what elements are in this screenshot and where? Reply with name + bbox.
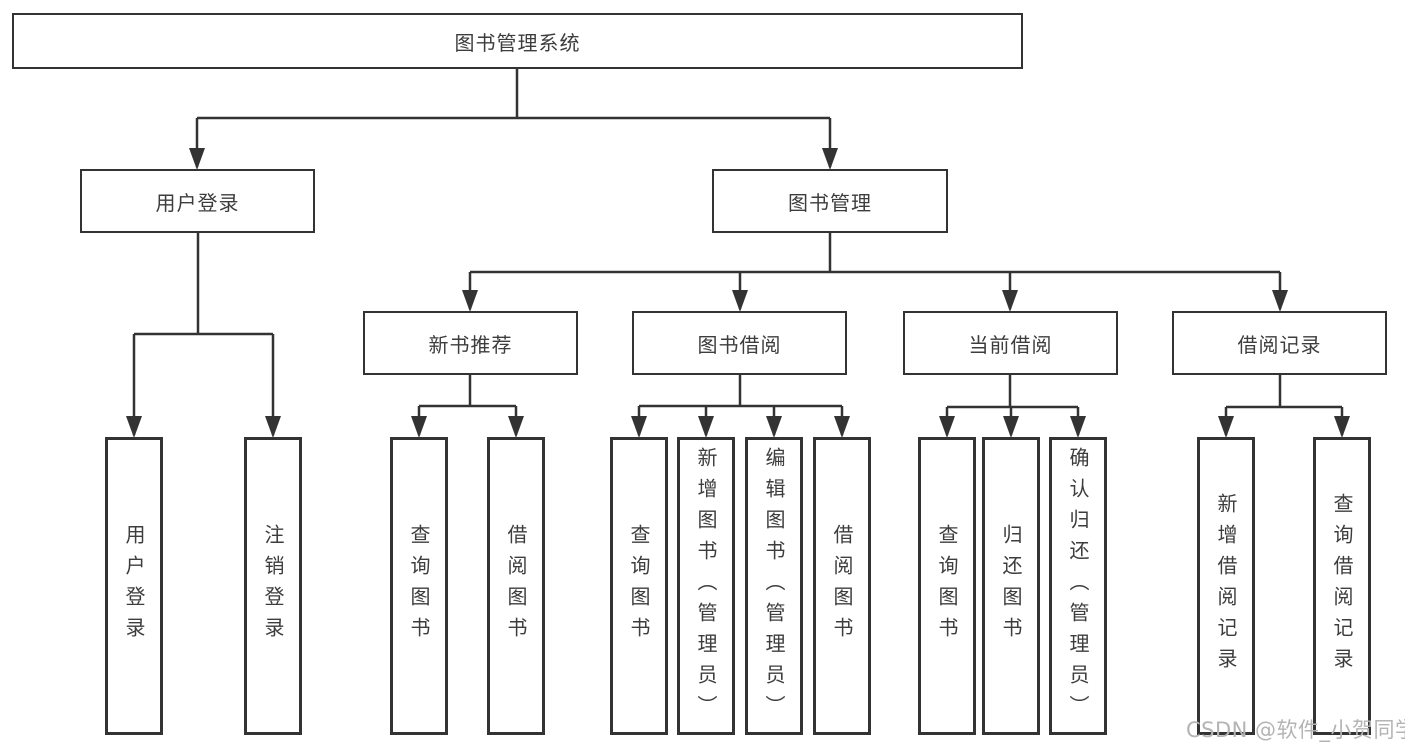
leaf-add-book-admin: 新增图书（管理员） xyxy=(677,437,735,735)
watermark-text: CSDN @软件_小贺同学 xyxy=(1186,718,1405,742)
node-label: 图书管理 xyxy=(788,190,872,215)
arrowhead xyxy=(698,416,714,438)
connector-root-split xyxy=(189,69,838,170)
node-label: 借阅图书 xyxy=(830,524,854,648)
arrowhead xyxy=(126,416,142,438)
node-label: 当前借阅 xyxy=(968,332,1053,357)
leaf-confirm-return-admin: 确认归还（管理员） xyxy=(1049,437,1107,735)
node-label: 借阅图书 xyxy=(504,524,528,648)
node-new-book-recommendation: 新书推荐 xyxy=(363,311,578,375)
leaf-query-books-borrowing: 查询图书 xyxy=(610,437,668,735)
arrowhead xyxy=(411,416,427,438)
arrowhead xyxy=(189,148,205,170)
arrowhead xyxy=(631,416,647,438)
leaf-add-borrow-record: 新增借阅记录 xyxy=(1197,437,1255,735)
arrowhead xyxy=(939,416,955,438)
node-label: 用户登录 xyxy=(155,190,240,215)
leaf-query-books-current: 查询图书 xyxy=(918,437,976,735)
arrowhead xyxy=(822,148,838,170)
node-label: 借阅记录 xyxy=(1237,332,1322,357)
node-label: 确认归还（管理员） xyxy=(1066,446,1090,726)
node-label: 归还图书 xyxy=(999,524,1023,648)
node-current-borrowing: 当前借阅 xyxy=(903,311,1118,375)
arrowhead xyxy=(508,416,524,438)
arrowhead xyxy=(1070,416,1086,438)
connector-book-borrowing-split xyxy=(631,375,850,438)
node-label: 查询图书 xyxy=(935,524,959,648)
connector-book-management-split xyxy=(462,233,1288,312)
node-label: 编辑图书（管理员） xyxy=(762,446,786,726)
node-label: 注销登录 xyxy=(261,524,285,648)
arrowhead xyxy=(766,416,782,438)
arrowhead xyxy=(1002,290,1018,312)
leaf-edit-book-admin: 编辑图书（管理员） xyxy=(745,437,803,735)
connector-user-login-split xyxy=(126,233,281,438)
node-label: 图书管理系统 xyxy=(454,30,581,55)
arrowhead xyxy=(1334,416,1350,438)
connector-new-book-recommend-split xyxy=(411,375,524,438)
arrowhead xyxy=(732,290,748,312)
node-library-management-system: 图书管理系统 xyxy=(12,13,1023,69)
connector-current-borrowing-split xyxy=(939,375,1086,438)
arrowhead xyxy=(462,290,478,312)
node-borrowing-records: 借阅记录 xyxy=(1172,311,1387,375)
leaf-return-books: 归还图书 xyxy=(982,437,1040,735)
arrowhead xyxy=(1003,416,1019,438)
leaf-query-books-recommend: 查询图书 xyxy=(390,437,448,735)
node-book-management: 图书管理 xyxy=(712,169,948,233)
node-label: 查询图书 xyxy=(627,524,651,648)
arrowhead xyxy=(834,416,850,438)
node-book-borrowing: 图书借阅 xyxy=(632,311,847,375)
node-label: 新增借阅记录 xyxy=(1214,493,1238,679)
node-label: 新增图书（管理员） xyxy=(694,446,718,726)
leaf-logout: 注销登录 xyxy=(244,437,302,735)
arrowhead xyxy=(265,416,281,438)
node-label: 图书借阅 xyxy=(697,332,782,357)
node-label: 查询借阅记录 xyxy=(1330,493,1354,679)
arrowhead xyxy=(1218,416,1234,438)
leaf-borrow-books-recommend: 借阅图书 xyxy=(487,437,545,735)
node-label: 查询图书 xyxy=(407,524,431,648)
leaf-user-login: 用户登录 xyxy=(105,437,163,735)
leaf-borrow-books-borrowing: 借阅图书 xyxy=(813,437,871,735)
node-label: 用户登录 xyxy=(122,524,146,648)
connector-borrowing-records-split xyxy=(1218,375,1350,438)
node-user-login: 用户登录 xyxy=(80,169,315,233)
node-label: 新书推荐 xyxy=(428,332,513,357)
arrowhead xyxy=(1272,290,1288,312)
leaf-query-borrow-record: 查询借阅记录 xyxy=(1313,437,1371,735)
